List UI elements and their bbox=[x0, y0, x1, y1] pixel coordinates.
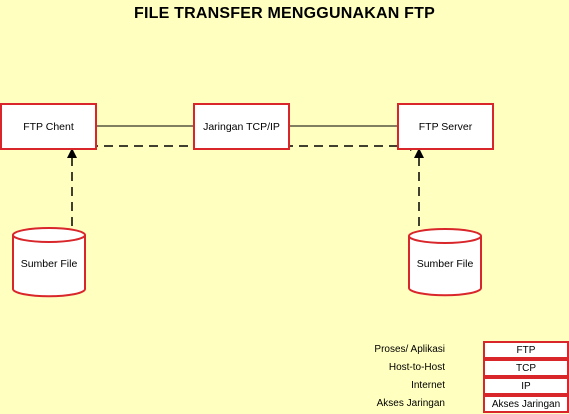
legend-value-application: FTP bbox=[483, 341, 569, 359]
left-source-cylinder bbox=[12, 227, 86, 298]
right-source-cylinder bbox=[408, 228, 482, 297]
ftp-client-label: FTP Chent bbox=[23, 120, 74, 133]
network-label: Jaringan TCP/IP bbox=[203, 120, 280, 133]
legend-label-internet: Internet bbox=[411, 380, 445, 391]
network-box: Jaringan TCP/IP bbox=[193, 103, 290, 150]
legend-label-host: Host-to-Host bbox=[388, 362, 445, 373]
ftp-server-box: FTP Server bbox=[397, 103, 494, 150]
ftp-client-box: FTP Chent bbox=[0, 103, 97, 150]
legend-value-network-access: Akses Jaringan bbox=[483, 395, 569, 413]
legend-label-network-access: Akses Jaringan bbox=[376, 398, 445, 409]
legend-label-application: Proses/ Aplikasi bbox=[374, 344, 445, 355]
left-source-label: Sumber File bbox=[20, 258, 78, 270]
legend-value-host: TCP bbox=[483, 359, 569, 377]
legend-value-internet: IP bbox=[483, 377, 569, 395]
diagram-title: FILE TRANSFER MENGGUNAKAN FTP bbox=[134, 5, 435, 22]
right-source-label: Sumber File bbox=[416, 258, 474, 270]
ftp-server-label: FTP Server bbox=[418, 120, 473, 133]
